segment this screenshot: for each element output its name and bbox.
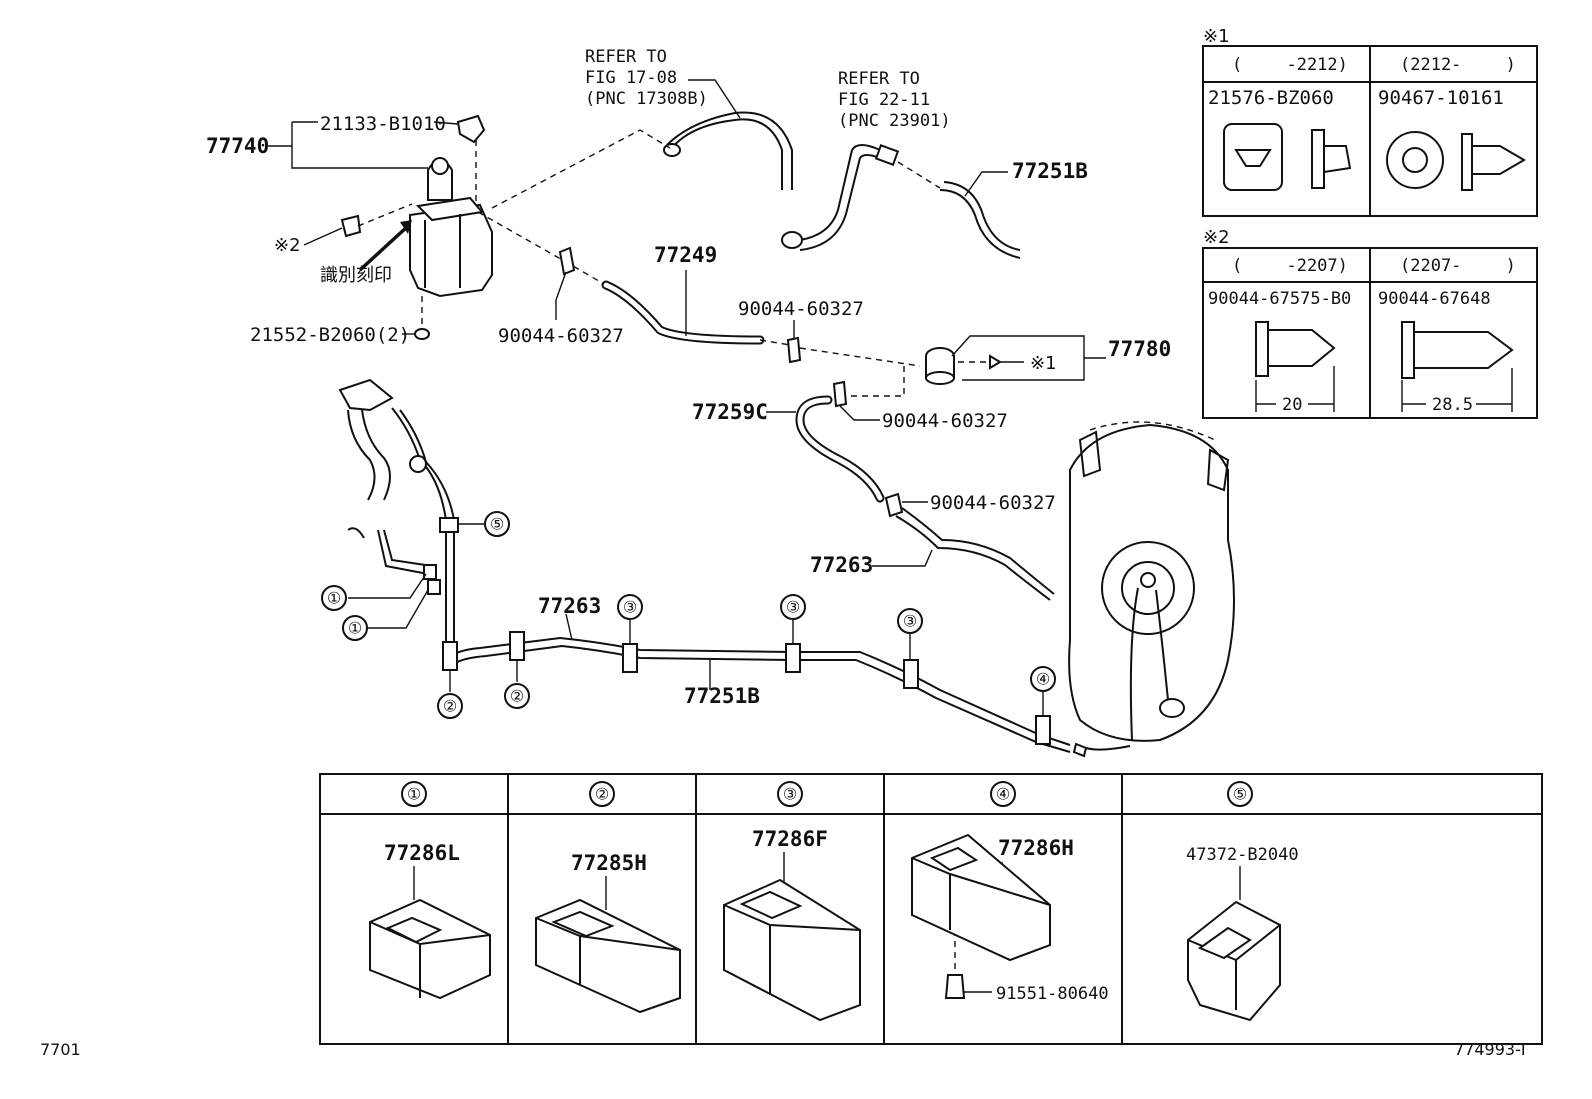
clamp-part-2: 77285H <box>571 851 647 875</box>
callout-3a: ③ <box>617 594 643 620</box>
label-hose-77259c: 77259C <box>692 400 768 424</box>
label-tube-77251b-top: 77251B <box>1012 159 1088 183</box>
clamp-1-icon <box>369 898 491 1000</box>
clip-nut-icon <box>1234 149 1272 167</box>
note2-table: ※2 ( -2207) (2207- ) 90044-67575-B0 9004… <box>1202 227 1538 419</box>
svg-text:②: ② <box>595 785 609 804</box>
svg-text:②: ② <box>443 697 457 716</box>
svg-text:⑤: ⑤ <box>490 515 504 534</box>
note1-title: ※1 <box>1203 26 1230 47</box>
svg-text:①: ① <box>407 785 421 804</box>
callout-2a: ② <box>437 693 463 719</box>
refer2-line3: (PNC 23901) <box>838 111 951 131</box>
label-note1-ref: ※1 <box>1030 353 1057 374</box>
label-valve-assy: 77780 <box>1108 337 1171 361</box>
clamp-header-2: ② <box>589 781 615 807</box>
svg-text:③: ③ <box>903 612 917 631</box>
svg-text:③: ③ <box>623 598 637 617</box>
label-clip-d: 90044-60327 <box>930 492 1056 514</box>
callout-2b: ② <box>504 683 530 709</box>
svg-text:⑤: ⑤ <box>1233 785 1247 804</box>
clamp-part-1: 77286L <box>384 841 460 865</box>
clamp-header-1: ① <box>401 781 427 807</box>
svg-text:④: ④ <box>1036 670 1050 689</box>
label-clip-b: 90044-60327 <box>738 298 864 320</box>
label-tube-77263-right: 77263 <box>810 553 873 577</box>
clamp-5-icon <box>1187 900 1281 1022</box>
label-tube-77263-left: 77263 <box>538 594 601 618</box>
note2-col1-range: ( -2207) <box>1232 256 1348 276</box>
label-id-mark: 識別刻印 <box>320 265 392 286</box>
note1-col1-range: ( -2212) <box>1232 55 1348 75</box>
bolt-icon <box>414 328 430 340</box>
clamp-part-4: 77286H <box>998 836 1074 860</box>
clamp-2-icon <box>535 898 681 1014</box>
clamp-table: ① ② ③ ④ ⑤ 77286L 77285H 77286F 77286H 47… <box>319 773 1543 1045</box>
callout-1a: ① <box>321 585 347 611</box>
note2-col2-part: 90044-67648 <box>1378 289 1491 309</box>
note1-col1-part: 21576-BZ060 <box>1208 87 1334 109</box>
note2-title: ※2 <box>1203 227 1230 248</box>
clamp-4-icon <box>911 833 1051 999</box>
push-rivet-icon <box>1267 329 1336 367</box>
note1-col2-part: 90467-10161 <box>1378 87 1504 109</box>
note2-col2-range: (2207- ) <box>1400 256 1516 276</box>
label-note2-ref: ※2 <box>274 235 301 256</box>
note1-col2-range: (2212- ) <box>1400 55 1516 75</box>
svg-text:④: ④ <box>996 785 1010 804</box>
note1-table: ※1 ( -2212) (2212- ) 21576-BZ060 90467-1… <box>1202 26 1538 217</box>
callout-3c: ③ <box>897 608 923 634</box>
label-clip-c: 90044-60327 <box>882 410 1008 432</box>
clamp-bolt-icon <box>944 974 966 999</box>
refer2-line1: REFER TO <box>838 69 920 89</box>
label-hose-77249: 77249 <box>654 243 717 267</box>
note2-col1-part: 90044-67575-B0 <box>1208 289 1351 309</box>
callout-1b: ① <box>342 615 368 641</box>
clamp-part-5: 47372-B2040 <box>1186 845 1299 865</box>
callout-5: ⑤ <box>484 511 510 537</box>
svg-text:③: ③ <box>783 785 797 804</box>
label-canister-assy: 77740 <box>206 134 269 158</box>
refer1-line1: REFER TO <box>585 47 667 67</box>
note2-col1-dim: 20 <box>1282 395 1302 415</box>
refer1-line2: FIG 17-08 <box>585 68 677 88</box>
clamp-3-icon <box>723 878 861 1022</box>
refer1-line3: (PNC 17308B) <box>585 89 708 109</box>
svg-text:①: ① <box>327 589 341 608</box>
footer-left-code: 7701 <box>40 1040 81 1059</box>
clamp-header-5: ⑤ <box>1227 781 1253 807</box>
clamp-part-3: 77286F <box>752 827 828 851</box>
svg-text:③: ③ <box>786 598 800 617</box>
callout-4: ④ <box>1030 666 1056 692</box>
svg-text:①: ① <box>348 619 362 638</box>
label-canister-bolt: 21552-B2060(2) <box>250 324 410 346</box>
clamp-bolt-part: 91551-80640 <box>996 984 1109 1004</box>
canister-assembly <box>340 114 493 340</box>
label-clip-a: 90044-60327 <box>498 325 624 347</box>
footer-right-code: 774993-I <box>1454 1040 1526 1059</box>
refer2-line2: FIG 22-11 <box>838 90 930 110</box>
clamp-header-3: ③ <box>777 781 803 807</box>
note2-col2-dim: 28.5 <box>1432 395 1473 415</box>
fuel-tank <box>1068 421 1235 742</box>
label-canister-cap: 21133-B1010 <box>320 113 446 135</box>
callout-3b: ③ <box>780 594 806 620</box>
vsv-valve-assembly <box>925 347 955 385</box>
svg-text:②: ② <box>510 687 524 706</box>
label-tube-77251b-bottom: 77251B <box>684 684 760 708</box>
canister-cap-icon <box>456 114 486 144</box>
clamp-header-4: ④ <box>990 781 1016 807</box>
push-rivet-long-icon <box>1413 331 1514 369</box>
clip-icon <box>340 214 362 238</box>
push-clip-icon <box>1471 145 1526 175</box>
